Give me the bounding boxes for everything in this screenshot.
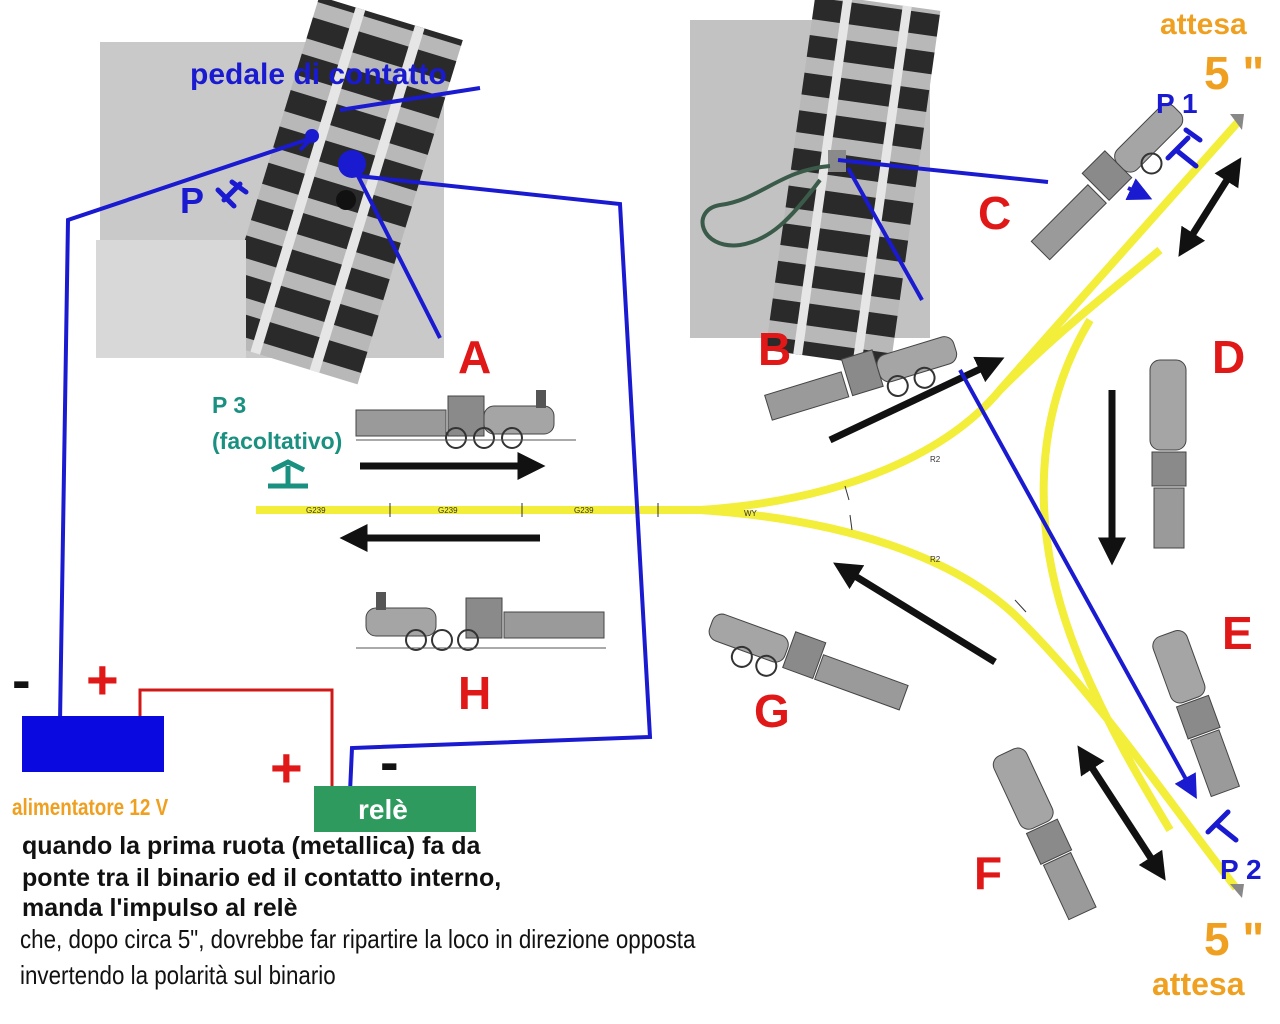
p1-label: P 1 <box>1156 88 1198 119</box>
note-line-5: invertendo la polarità sul binario <box>20 960 336 990</box>
red-wire <box>138 688 334 788</box>
track-label-g239-b: G239 <box>438 506 458 515</box>
wait-time-top: 5 " <box>1204 47 1265 99</box>
note-line-2: ponte tra il binario ed il contatto inte… <box>22 864 502 892</box>
photo-contact-track-b <box>690 0 941 368</box>
track-stops <box>1230 114 1244 898</box>
p2-label: P 2 <box>1220 854 1262 885</box>
blue-wiring <box>58 86 1197 800</box>
position-e: E <box>1222 607 1253 659</box>
note-line-3: manda l'impulso al relè <box>22 894 298 922</box>
loco-f <box>992 747 1097 921</box>
track-label-r2b: R2 <box>930 555 941 564</box>
note-line-1: quando la prima ruota (metallica) fa da <box>22 832 481 860</box>
relay-label: relè <box>358 794 408 825</box>
loco-a <box>355 390 576 449</box>
loco-g <box>708 613 909 711</box>
track-part-labels: G239 G239 G239 WY R2 R2 <box>306 455 941 564</box>
p3-contact-symbol <box>268 459 308 489</box>
facoltativo-label: (facoltativo) <box>212 428 343 454</box>
note-line-4: che, dopo circa 5", dovrebbe far riparti… <box>20 924 696 954</box>
position-h: H <box>458 667 492 719</box>
track-label-r2a: R2 <box>930 455 941 464</box>
track-ties <box>389 485 1027 613</box>
position-g: G <box>754 685 790 737</box>
track-label-g239-c: G239 <box>574 506 594 515</box>
relay-minus: - <box>380 730 399 793</box>
relay <box>314 786 476 832</box>
wait-label-top: attesa <box>1160 8 1247 41</box>
track-label-wy: WY <box>744 509 758 518</box>
loco-e <box>1152 630 1241 798</box>
p3-label: P 3 <box>212 392 247 418</box>
psu-plus: + <box>86 648 119 711</box>
psu-label: alimentatore 12 V <box>12 794 169 820</box>
contact-point <box>305 129 319 143</box>
photo-contact-track-a <box>96 0 463 385</box>
position-b: B <box>758 323 792 375</box>
loco-h <box>356 592 606 651</box>
position-c: C <box>978 187 1012 239</box>
pedal-label: pedale di contatto <box>190 58 447 91</box>
contact-pedal-symbols <box>215 127 1239 843</box>
position-d: D <box>1212 331 1246 383</box>
loco-d <box>1149 359 1187 549</box>
loco-c <box>1030 103 1184 261</box>
psu-minus: - <box>12 648 31 711</box>
p-label-left: P <box>180 180 205 221</box>
position-a: A <box>458 331 492 383</box>
wait-label-bottom: attesa <box>1152 966 1245 1002</box>
power-supply <box>22 716 164 772</box>
position-f: F <box>974 847 1003 899</box>
direction-arrows <box>339 157 1242 881</box>
wait-time-bottom: 5 " <box>1204 913 1265 965</box>
relay-plus: + <box>270 736 303 799</box>
loco-b <box>764 336 958 421</box>
track-label-g239-a: G239 <box>306 506 326 515</box>
